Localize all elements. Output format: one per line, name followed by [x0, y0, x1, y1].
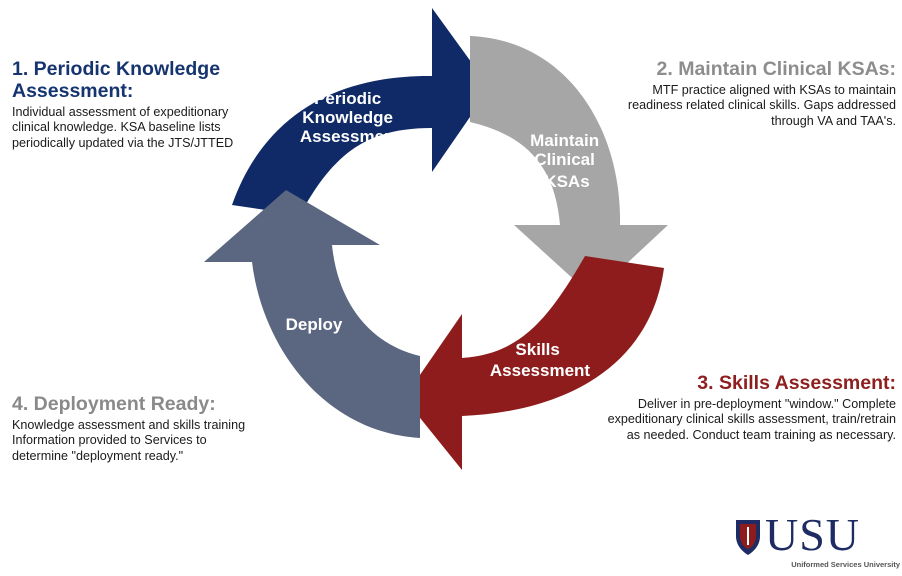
logo-subtitle: Uniformed Services University [791, 560, 900, 569]
step-1-title: 1. Periodic Knowledge Assessment: [12, 58, 262, 102]
step-2-body: MTF practice aligned with KSAs to mainta… [627, 83, 896, 128]
step-2-block: 2. Maintain Clinical KSAs: MTF practice … [606, 58, 896, 129]
arrow-periodic-label: Periodic Knowledge Assessment [300, 89, 401, 146]
step-3-title: 3. Skills Assessment: [697, 372, 896, 394]
step-3-block: 3. Skills Assessment: Deliver in pre-dep… [606, 372, 896, 443]
arrow-skills [404, 256, 664, 470]
step-1-title-line1: 1. Periodic Knowledge [12, 58, 221, 80]
step-1-block: 1. Periodic Knowledge Assessment: Indivi… [12, 58, 262, 151]
arrow-maintain [470, 36, 668, 296]
arrow-deploy [204, 190, 420, 438]
logo-text: USU [765, 509, 861, 560]
arrow-deploy-label: Deploy [286, 315, 343, 334]
arrow-maintain-label: Maintain Clinical KSAs [530, 131, 604, 191]
usu-logo: USU Uniformed Services University [735, 510, 900, 572]
step-4-title: 4. Deployment Ready: [12, 393, 216, 415]
step-4-block: 4. Deployment Ready: Knowledge assessmen… [12, 393, 262, 464]
shield-icon [736, 520, 760, 555]
arrow-periodic [232, 8, 490, 215]
step-1-title-line2: Assessment: [12, 80, 134, 102]
step-2-title: 2. Maintain Clinical KSAs: [656, 58, 896, 80]
step-3-body: Deliver in pre-deployment "window." Comp… [607, 397, 896, 442]
step-1-body: Individual assessment of expeditionary c… [12, 105, 234, 150]
step-4-body: Knowledge assessment and skills training… [12, 418, 246, 463]
arrow-skills-label: Skills Assessment [490, 340, 591, 380]
